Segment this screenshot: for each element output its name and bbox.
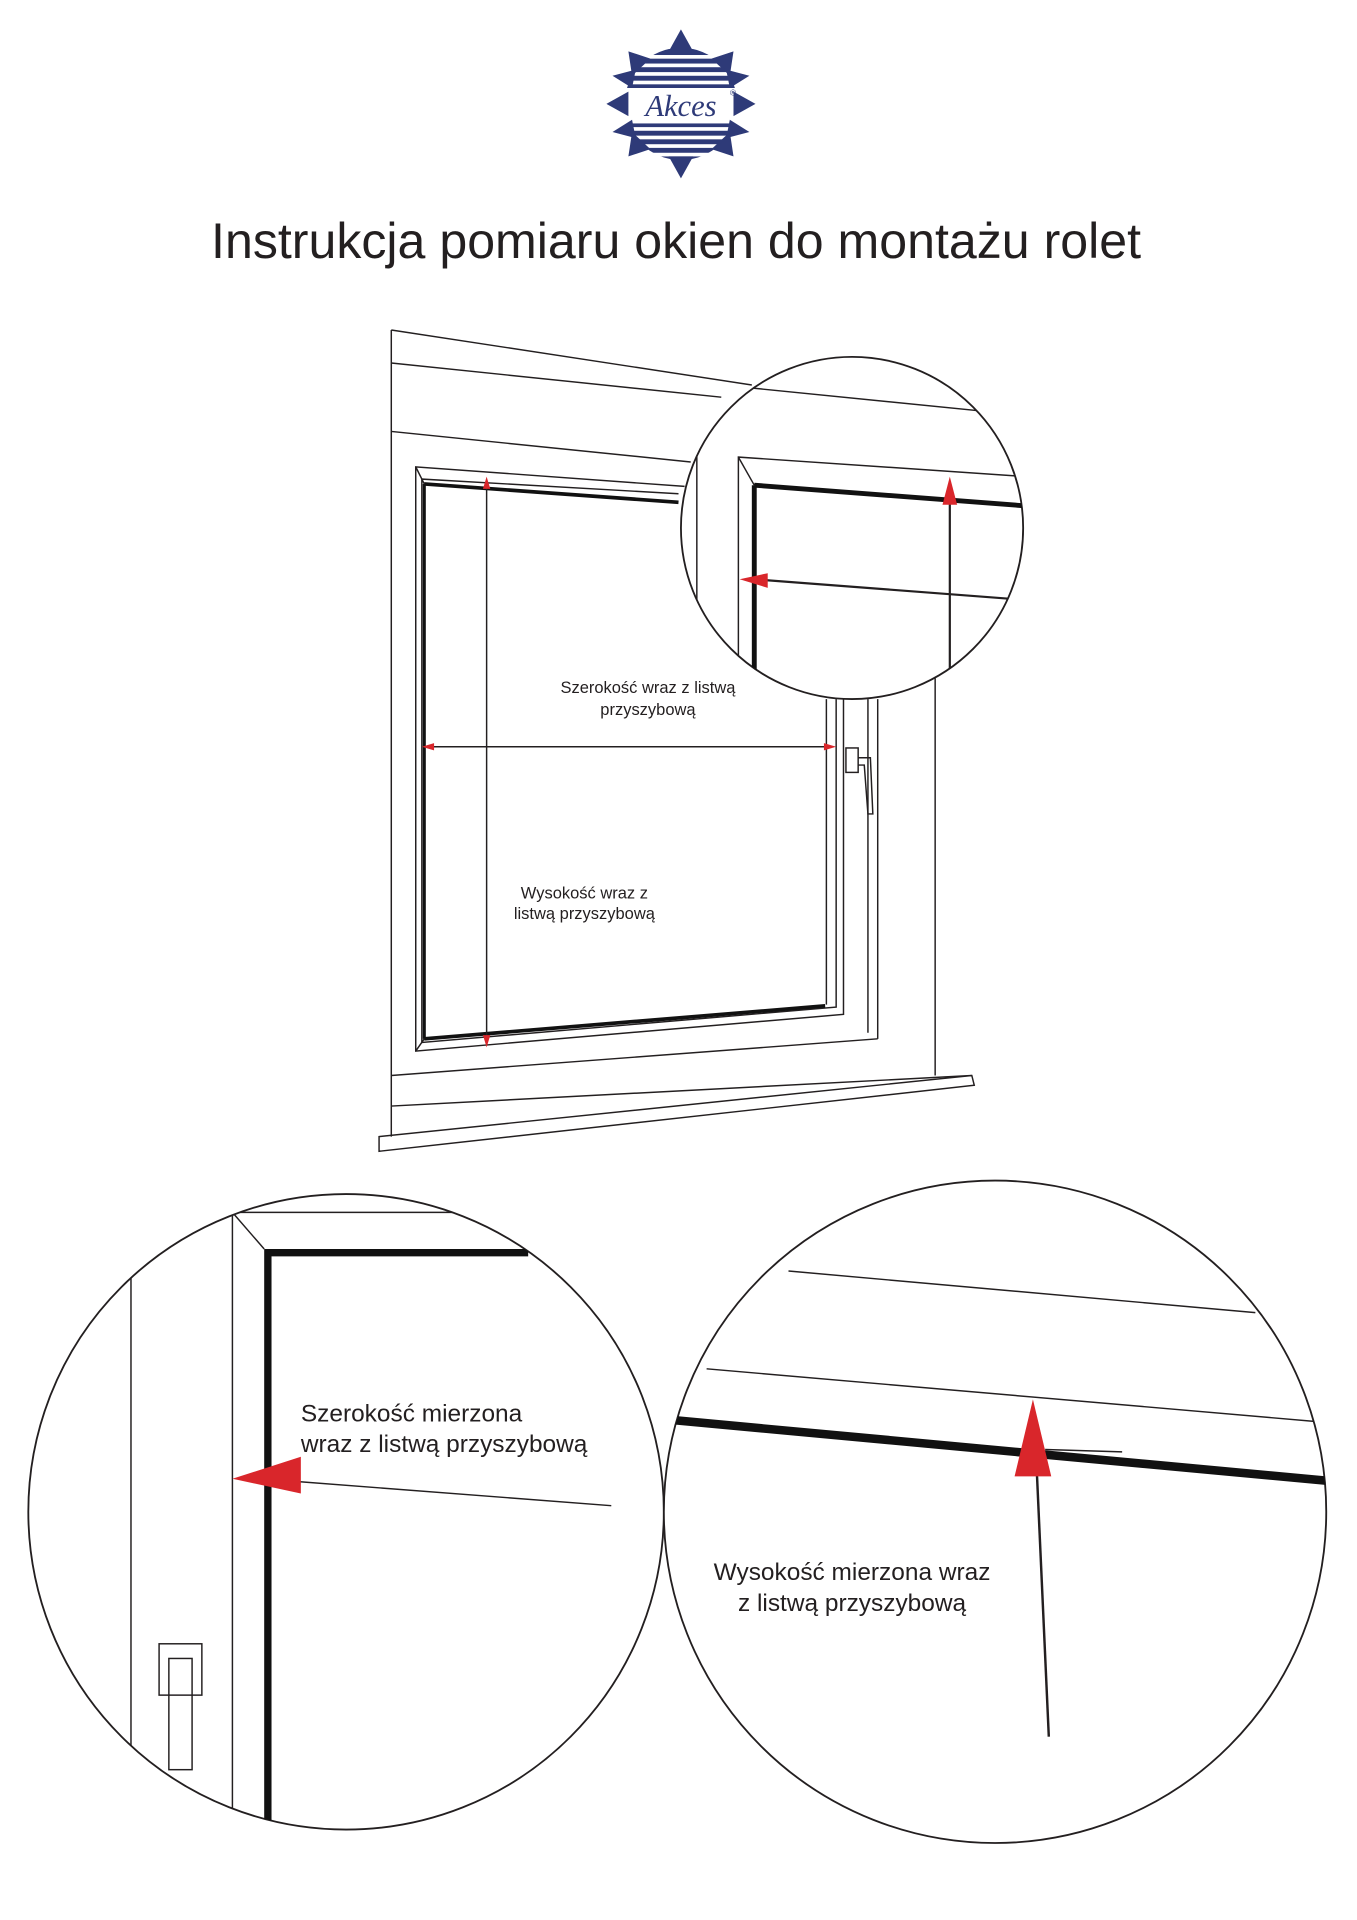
- width-label-line1: Szerokość wraz z listwą: [560, 679, 736, 697]
- page-title: Instrukcja pomiaru okien do montażu role…: [211, 213, 1141, 269]
- corner-detail-circle: [680, 355, 1025, 700]
- height-detail-circle: Wysokość mierzona wraz z listwą przyszyb…: [662, 1179, 1328, 1844]
- window-handle-icon: [845, 747, 859, 774]
- height-detail-label-line1: Wysokość mierzona wraz: [714, 1559, 991, 1586]
- height-detail-label-line2: z listwą przyszybową: [738, 1590, 967, 1617]
- width-detail-label-line2: wraz z listwą przyszybową: [300, 1431, 588, 1458]
- registered-mark: ®: [730, 87, 737, 97]
- height-label-line1: Wysokość wraz z: [521, 884, 648, 902]
- width-label-line2: przyszybową: [600, 701, 696, 719]
- height-label-line2: listwą przyszybową: [514, 905, 656, 923]
- window-handle-icon: [158, 1643, 203, 1696]
- width-detail-label-line1: Szerokość mierzona: [301, 1400, 523, 1427]
- akces-logo: Akces ®: [606, 29, 756, 179]
- window-diagram: Szerokość wraz z listwą przyszybową Wyso…: [378, 329, 1025, 1153]
- width-detail-circle: Szerokość mierzona wraz z listwą przyszy…: [27, 1193, 665, 1831]
- logo-wordmark: Akces: [643, 89, 716, 123]
